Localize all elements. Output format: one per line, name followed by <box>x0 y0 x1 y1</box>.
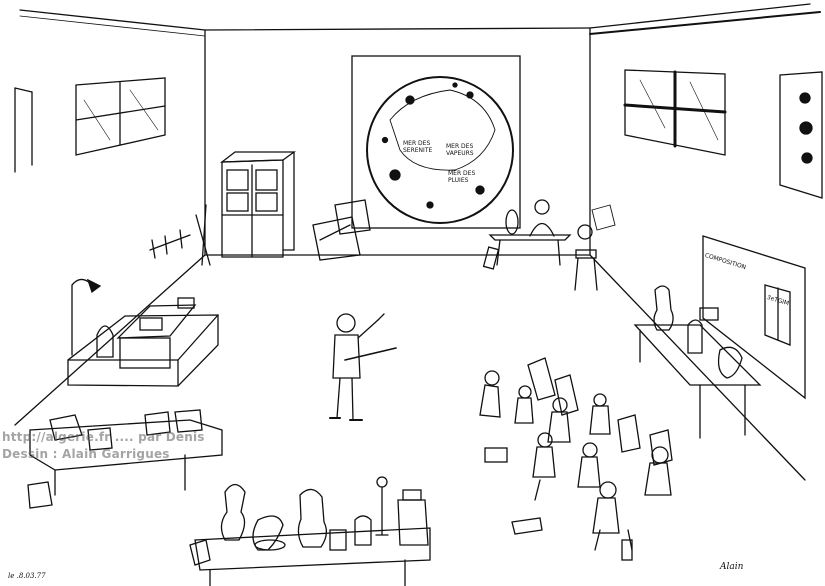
teacher-figure <box>329 313 397 421</box>
cabinet <box>220 151 296 258</box>
watermark-credit: Dessin : Alain Garrigues <box>2 447 170 461</box>
artist-signature: Alain <box>720 562 744 572</box>
leaning-boards <box>312 199 371 261</box>
sculpture-stool <box>574 204 616 291</box>
wall-display-frame <box>779 71 823 199</box>
left-door <box>14 87 33 173</box>
room-walls <box>14 3 821 481</box>
moon-label-vapeurs: MER DES VAPEURS <box>446 143 474 157</box>
brooms <box>149 204 211 266</box>
moon-label-serenite: MER DES SERENITE <box>403 140 433 154</box>
moon-map <box>351 55 521 229</box>
students-group <box>479 357 673 561</box>
front-sculpture-table <box>189 476 431 586</box>
right-window <box>623 69 727 156</box>
right-sculpture-table <box>633 285 762 439</box>
date-signature: le .8.03.77 <box>8 572 46 580</box>
moon-label-pluies: MER DES PLUIES <box>448 170 476 184</box>
left-picture-table <box>27 409 223 509</box>
teacher-platform <box>67 278 219 387</box>
blackboard <box>702 235 806 400</box>
left-window <box>75 77 166 156</box>
back-table <box>482 199 572 270</box>
watermark-url: http://algerie.fr .... par Denis <box>2 430 205 444</box>
